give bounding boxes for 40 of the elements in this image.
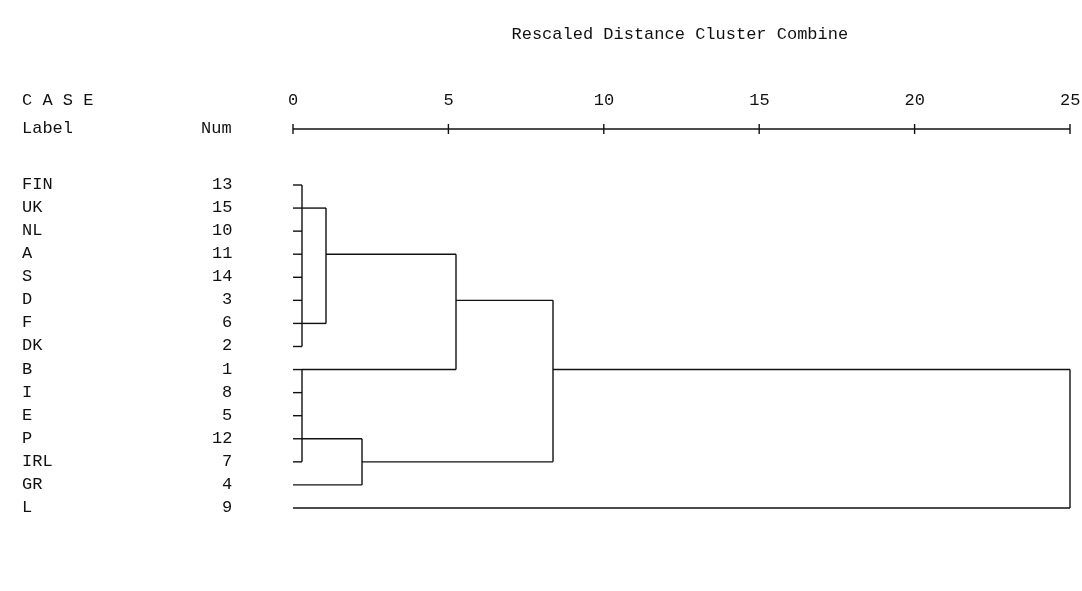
case-label: IRL: [22, 451, 53, 472]
case-label: I: [22, 382, 33, 403]
case-number: 3: [222, 290, 233, 311]
case-label: B: [22, 359, 33, 380]
column-header: Label: [22, 119, 73, 139]
case-number: 10: [212, 221, 233, 242]
case-number: 15: [212, 198, 233, 219]
case-label: S: [22, 267, 33, 288]
case-number: 12: [212, 428, 233, 449]
case-label: L: [22, 497, 33, 518]
case-number: 9: [222, 497, 233, 518]
scale-tick-label: 0: [288, 91, 299, 111]
case-number: 5: [222, 405, 233, 426]
chart-title: Rescaled Distance Cluster Combine: [511, 25, 849, 45]
column-header: C A S E: [22, 91, 94, 111]
case-label: FIN: [22, 175, 53, 195]
case-number: 6: [222, 313, 233, 334]
scale-tick-label: 25: [1060, 91, 1081, 111]
case-label: NL: [22, 221, 43, 242]
case-number: 4: [222, 474, 233, 495]
case-number: 7: [222, 451, 233, 472]
case-label: A: [22, 244, 33, 265]
case-label: UK: [22, 198, 43, 219]
scale-tick-label: 15: [749, 91, 770, 111]
case-label: GR: [22, 474, 43, 495]
scale-tick-label: 10: [593, 91, 615, 111]
case-label: E: [22, 405, 33, 426]
case-label: F: [22, 313, 33, 334]
case-number: 13: [212, 175, 233, 195]
scale-tick-label: 20: [904, 91, 925, 111]
scale-tick-label: 5: [443, 91, 454, 111]
column-header: Num: [201, 119, 232, 139]
case-number: 8: [222, 382, 233, 403]
case-number: 11: [212, 244, 233, 265]
case-number: 2: [222, 336, 233, 357]
case-number: 14: [212, 267, 233, 288]
case-label: P: [22, 428, 33, 449]
case-number: 1: [222, 359, 233, 380]
case-label: D: [22, 290, 33, 311]
case-label: DK: [22, 336, 43, 357]
